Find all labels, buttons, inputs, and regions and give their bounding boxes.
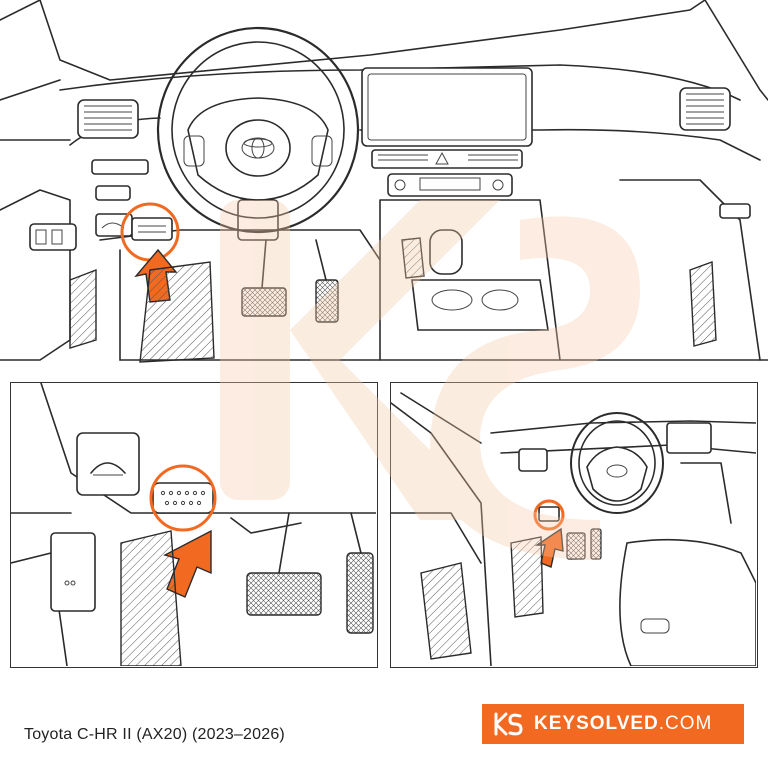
infotainment-screen — [361, 67, 533, 147]
driver-seat — [619, 538, 756, 666]
brand-suffix: .COM — [658, 713, 713, 734]
climate-controls — [387, 173, 513, 197]
steering-wheel — [156, 26, 360, 241]
door-view-vent — [518, 448, 548, 472]
brake-pedal — [241, 239, 287, 317]
vehicle-caption: Toyota C-HR II (AX20) (2023–2026) — [24, 726, 285, 743]
floor-mat — [139, 261, 215, 363]
brand-name: KEYSOLVED — [534, 713, 659, 734]
windshield-edge — [39, 0, 706, 81]
window-switches — [29, 223, 77, 251]
obd-port-highlight — [120, 202, 180, 262]
passenger-door-handle — [719, 203, 751, 219]
closeup-brake-pedal — [246, 512, 322, 616]
accelerator-pedal — [315, 239, 339, 323]
left-air-vent — [77, 99, 139, 139]
center-console — [379, 199, 561, 361]
closeup-accelerator — [346, 512, 374, 634]
closeup-panel — [10, 382, 378, 668]
door-view-obd — [533, 499, 565, 531]
dashboard-top — [59, 64, 741, 101]
toyota-logo — [241, 137, 275, 159]
keysolved-wordmark: KEYSOLVED.COM — [534, 713, 712, 735]
obd-port — [149, 464, 217, 532]
right-air-vent — [679, 87, 731, 131]
center-vents — [371, 149, 523, 169]
hood-release — [76, 432, 140, 496]
closeup-floor-mat — [120, 530, 182, 666]
door-view-steering-wheel — [570, 412, 664, 514]
main-illustration — [0, 0, 768, 372]
keysolved-logo[interactable]: KEYSOLVED.COM — [482, 704, 744, 744]
keysolved-mark-icon — [494, 712, 523, 736]
hazard-icon — [435, 151, 449, 165]
door-view-panel — [390, 382, 758, 668]
